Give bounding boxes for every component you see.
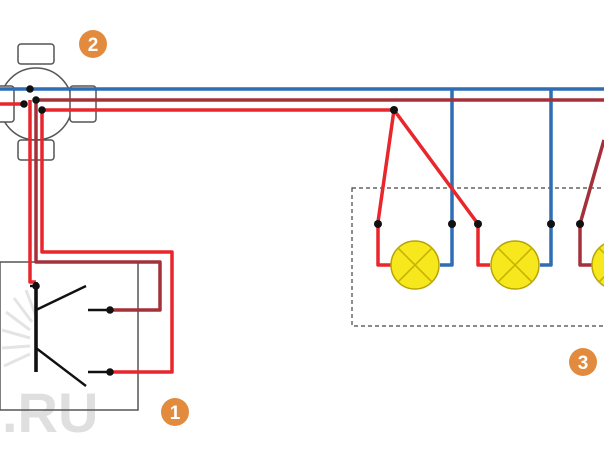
wire-blue bbox=[0, 87, 604, 267]
lamp-icon bbox=[591, 243, 604, 287]
lamp-icon bbox=[490, 240, 540, 290]
lamp-group-box bbox=[351, 187, 604, 327]
terminal-dots bbox=[20, 85, 584, 376]
watermark-sunburst bbox=[1, 289, 38, 368]
two-gang-switch-icon bbox=[30, 284, 110, 387]
badge-switch: 1 bbox=[161, 398, 189, 426]
badge-junction-box: 2 bbox=[79, 30, 107, 58]
badge-lamp-group-label: 3 bbox=[578, 353, 589, 374]
wire-darkred bbox=[34, 98, 604, 312]
badge-junction-box-label: 2 bbox=[88, 35, 99, 56]
badge-lamp-group: 3 bbox=[569, 348, 597, 376]
lamp-icon bbox=[390, 240, 440, 290]
badge-switch-label: 1 bbox=[170, 403, 181, 424]
wire-red bbox=[0, 102, 490, 374]
watermark-text: .RU bbox=[2, 381, 98, 444]
junction-box-icon bbox=[0, 43, 97, 161]
watermark: .RU bbox=[1, 289, 98, 444]
